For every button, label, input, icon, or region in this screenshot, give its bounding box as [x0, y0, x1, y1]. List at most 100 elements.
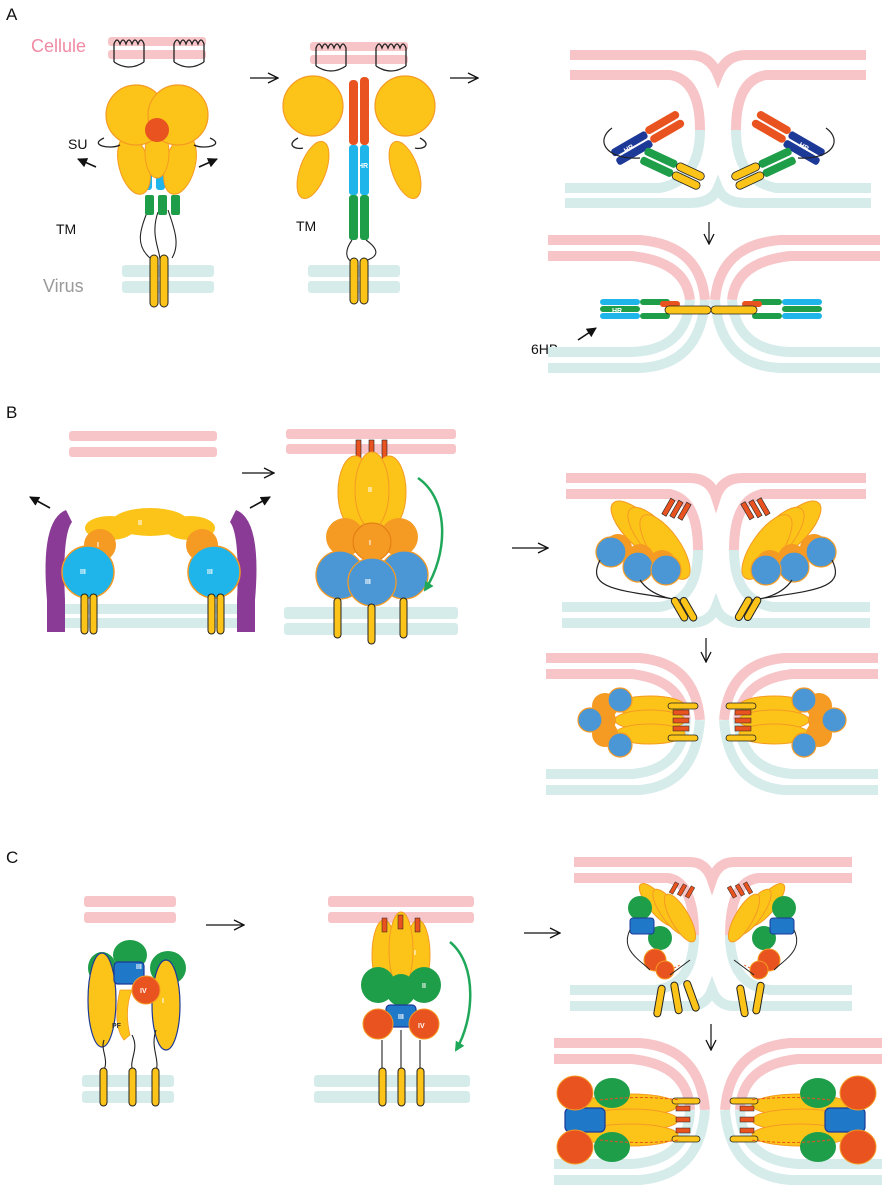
domain-iii — [62, 546, 114, 598]
6hb-helix — [782, 299, 822, 305]
fusion-peptide-helix — [349, 80, 358, 145]
domain-iii — [770, 918, 794, 934]
panel-letter-a: A — [6, 5, 18, 24]
tm-green-helix — [145, 195, 154, 215]
transmembrane-anchor — [668, 735, 698, 741]
domain-iv — [750, 961, 768, 979]
domain-ii — [800, 1132, 836, 1162]
transmembrane-anchor — [129, 1068, 136, 1106]
fusion-peptide — [145, 118, 169, 142]
domain-ii — [800, 1078, 836, 1108]
su-shedding-arrow — [199, 159, 217, 167]
domain-iii — [806, 537, 836, 567]
fusion-loop — [735, 718, 751, 723]
domain-i — [353, 523, 391, 561]
domain-label-iv: IV — [418, 1023, 425, 1030]
domain-label-hr: HR — [612, 308, 622, 315]
6hb-helix — [782, 306, 822, 312]
domain-iii — [651, 555, 681, 585]
transmembrane-anchor — [208, 594, 215, 634]
6hb-anchor — [665, 306, 711, 314]
fusion-loop-domain — [117, 990, 132, 1040]
panel-a: A Cellule SU TM Virus TM 6HB H — [6, 5, 880, 368]
tm-hr-helix — [360, 145, 369, 195]
transmembrane-anchor — [730, 1136, 758, 1142]
domain-label-iii: III — [136, 964, 142, 971]
transmembrane-anchor — [334, 598, 341, 638]
domain-iv — [656, 961, 674, 979]
domain-ii — [386, 974, 416, 1006]
domain-ii — [594, 1132, 630, 1162]
transmembrane-anchor — [217, 594, 224, 634]
domain-label-hr: HR — [358, 163, 368, 170]
virus-membrane-leaflet — [82, 1091, 174, 1103]
fusion-loop — [673, 718, 689, 723]
domain-label-iii: III — [398, 1014, 404, 1021]
transmembrane-anchor — [360, 258, 368, 304]
cell-membrane-bent — [548, 240, 705, 300]
domain-iii — [578, 708, 602, 732]
domain-label-i: I — [162, 998, 164, 1005]
transmembrane-anchor — [417, 1068, 424, 1106]
transmembrane-anchor — [81, 594, 88, 634]
tm-linker — [140, 210, 176, 260]
domain-ii — [772, 896, 796, 920]
domain-label-iii: III — [365, 579, 371, 586]
transmembrane-anchor — [672, 1136, 700, 1142]
cell-membrane-leaflet — [310, 55, 408, 64]
cell-membrane-leaflet — [108, 50, 206, 59]
virus-label: Virus — [43, 276, 84, 296]
a4-six-helix-bundle: HR — [548, 240, 880, 368]
domain-label-i: I — [369, 540, 371, 547]
domain-iii — [792, 733, 816, 757]
6hb-anchor — [711, 306, 757, 314]
domain-ii — [594, 1078, 630, 1108]
fusion-loop — [676, 1128, 690, 1133]
b3-hairpin — [562, 478, 870, 623]
c4-postfusion — [554, 1043, 882, 1180]
domain-iv — [840, 1130, 876, 1164]
domain-iii — [751, 555, 781, 585]
transmembrane-anchor — [152, 1068, 159, 1106]
domain-iii — [825, 1108, 865, 1132]
fusion-loop — [398, 915, 403, 929]
transmembrane-anchor — [730, 1098, 758, 1104]
cell-membrane-leaflet — [84, 912, 176, 923]
domain-iii — [348, 558, 396, 606]
domain-label-ii: II — [422, 983, 426, 990]
tm-hr-helix — [349, 145, 358, 195]
transmembrane-anchor — [90, 594, 97, 634]
fusion-loop — [740, 1117, 754, 1122]
domain-iv — [557, 1130, 593, 1164]
transmembrane-anchor — [736, 985, 748, 1018]
transmembrane-anchor — [400, 598, 407, 638]
transmembrane-anchor — [160, 255, 168, 307]
transmembrane-anchor — [398, 1068, 405, 1106]
su-globular-head — [283, 76, 343, 136]
domain-iii — [623, 552, 653, 582]
domain-iii — [792, 688, 816, 712]
fusion-peptide-helix — [360, 77, 369, 145]
transmembrane-anchor — [726, 703, 756, 709]
su-globular-head — [375, 76, 435, 136]
domain-label-i: I — [414, 950, 416, 957]
domain-label-iv: IV — [140, 988, 147, 995]
cell-membrane-bent — [548, 256, 690, 300]
tm-green-helix — [158, 195, 167, 215]
domain-iv — [557, 1076, 593, 1110]
tm-label-2: TM — [296, 218, 316, 234]
domain-iii — [822, 708, 846, 732]
domain-iv — [840, 1076, 876, 1110]
6hb-helix — [782, 313, 822, 319]
domain-ii — [628, 896, 652, 920]
su-lower-lobe — [291, 137, 336, 202]
fusion-loop — [735, 710, 751, 715]
tm-green-helix — [171, 195, 180, 215]
transmembrane-anchor — [150, 255, 158, 307]
fusion-loop — [382, 918, 387, 932]
fusion-loop — [740, 1128, 754, 1133]
fusion-loop — [673, 726, 689, 731]
domain-iii — [779, 552, 809, 582]
fusion-loop — [740, 1106, 754, 1111]
